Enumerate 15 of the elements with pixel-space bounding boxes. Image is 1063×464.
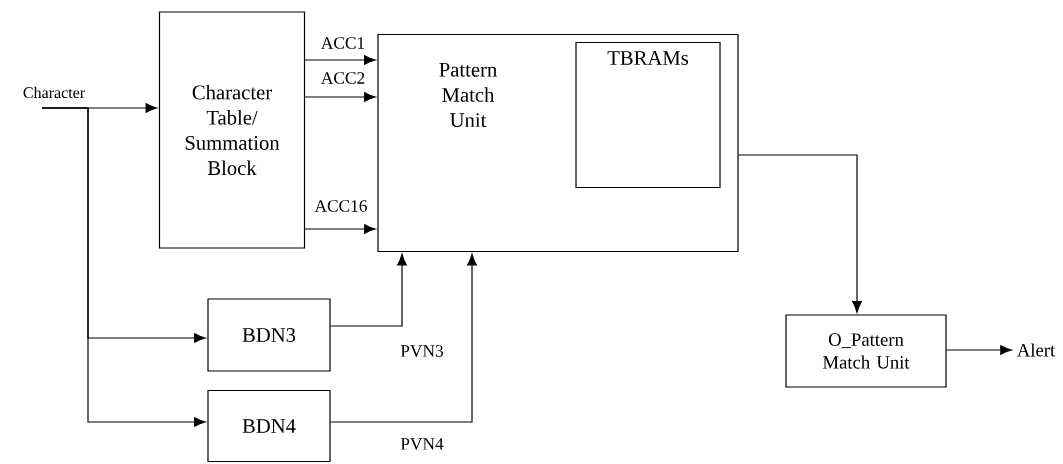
arrow (330, 253, 407, 327)
arrow (304, 92, 376, 102)
arrow (41, 107, 206, 427)
input-label: Character (23, 86, 85, 99)
output-label: Alert (1017, 343, 1056, 357)
process-box: BDN4 (207, 389, 331, 463)
process-box: TBRAMs (575, 41, 721, 189)
arrow (946, 345, 1012, 355)
arrow (304, 55, 376, 65)
process-box: O_Pattern Match Unit (785, 314, 947, 388)
arrow (738, 154, 862, 313)
process-box: Character Table/ Summation Block (158, 11, 306, 249)
process-box: BDN3 (207, 298, 331, 372)
arrow (304, 224, 376, 234)
arrow (330, 253, 477, 423)
